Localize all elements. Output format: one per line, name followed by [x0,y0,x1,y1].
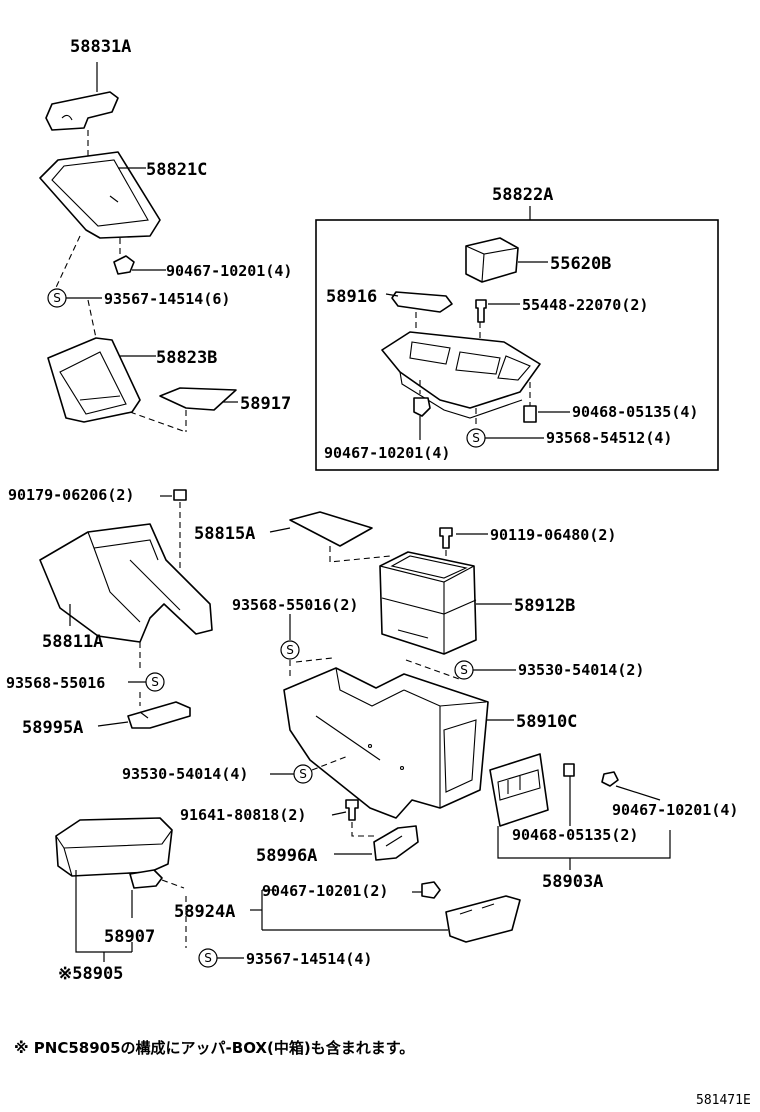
label-90468-05135-4: 90468-05135(4) [572,403,698,421]
label-90467-10201-4-top: 90467-10201(4) [166,262,292,280]
part-58823B-drawing [47,337,141,423]
label-58822A: 58822A [492,185,553,205]
screw-s-mark-icon: S [47,288,67,308]
svg-text:S: S [460,663,468,677]
label-58903A: 58903A [542,872,603,892]
label-58811A: 58811A [42,632,103,652]
part-55620B-drawing [465,237,519,283]
screw-s-mark-icon: S [293,764,313,784]
screw-s-mark-icon: S [454,660,474,680]
clip-icon [601,771,619,787]
label-93568-55016-2: 93568-55016(2) [232,596,358,614]
svg-text:S: S [151,675,159,689]
screw-s-mark-icon: S [280,640,300,660]
clip-icon [421,881,441,899]
part-58811A-drawing [39,523,213,643]
svg-text:S: S [204,951,212,965]
part-58903A-drawing [489,753,549,827]
screw-icon [475,299,487,323]
label-91641-80818-2: 91641-80818(2) [180,806,306,824]
part-58822A-tray-drawing [381,331,541,419]
label-93567-14514-6: 93567-14514(6) [104,290,230,308]
label-58924A: 58924A [174,902,235,922]
label-93568-55016: 93568-55016 [6,674,105,692]
svg-text:S: S [472,431,480,445]
bolt-icon [439,527,453,549]
part-58912B-drawing [379,551,477,655]
clip-icon [113,255,135,275]
svg-text:S: S [286,643,294,657]
clip-icon [523,405,537,423]
part-58910C-drawing [283,667,489,819]
part-58996A-drawing [373,825,419,861]
label-58823B: 58823B [156,348,217,368]
svg-text:S: S [299,767,307,781]
part-58831A-drawing [45,91,119,131]
part-58995A-drawing [127,701,191,729]
label-90467-10201-2: 90467-10201(2) [262,882,388,900]
label-93530-54014-2: 93530-54014(2) [518,661,644,679]
figure-code: 581471E [696,1093,751,1108]
label-58907: 58907 [104,927,155,947]
label-93568-54512-4: 93568-54512(4) [546,429,672,447]
screw-s-mark-icon: S [466,428,486,448]
label-90467-10201-4-box: 90467-10201(4) [324,444,450,462]
clip-icon [563,763,575,777]
label-55448-22070-2: 55448-22070(2) [522,296,648,314]
part-58815A-drawing [289,511,373,547]
footnote: ※ PNC58905の構成にアッパ-BOX(中箱)も含まれます。 [14,1039,414,1057]
label-58912B: 58912B [514,596,575,616]
label-90179-06206-2: 90179-06206(2) [8,486,134,504]
bolt-icon [345,799,359,821]
label-58916: 58916 [326,287,377,307]
label-58831A: 58831A [70,37,131,57]
part-58916-drawing [391,291,453,313]
label-90467-10201-4-right: 90467-10201(4) [612,801,738,819]
label-90468-05135-2: 90468-05135(2) [512,826,638,844]
label-58910C: 58910C [516,712,577,732]
label-58917: 58917 [240,394,291,414]
clip-icon [413,397,431,417]
part-58821C-drawing [39,151,161,239]
label-90119-06480-2: 90119-06480(2) [490,526,616,544]
label-58905: ※58905 [58,964,123,984]
bolt-icon [173,489,187,501]
hinge-icon [129,869,163,889]
svg-text:S: S [53,291,61,305]
part-58905-armrest-drawing [55,817,173,877]
label-55620B: 55620B [550,254,611,274]
label-58821C: 58821C [146,160,207,180]
label-58815A: 58815A [194,524,255,544]
part-58924A-drawing [445,895,521,943]
label-58996A: 58996A [256,846,317,866]
part-58917-drawing [159,387,237,411]
label-93567-14514-4: 93567-14514(4) [246,950,372,968]
label-58995A: 58995A [22,718,83,738]
assembly-box-58822A [315,219,719,471]
screw-s-mark-icon: S [145,672,165,692]
screw-s-mark-icon: S [198,948,218,968]
label-93530-54014-4: 93530-54014(4) [122,765,248,783]
